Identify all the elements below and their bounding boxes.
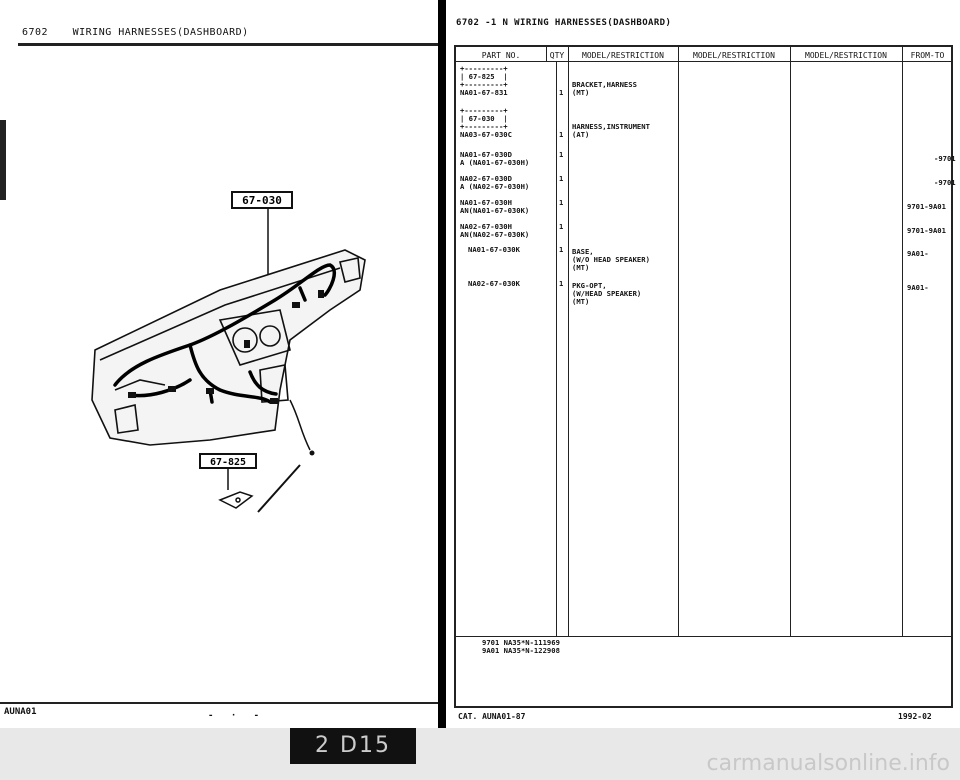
header-part-no: PART NO.	[481, 51, 521, 60]
row6-part: NA02-67-030H AN(NA02-67-030K)	[460, 222, 530, 239]
row7-part: NA01-67-030K	[468, 245, 520, 254]
row1-qty: 1	[559, 88, 564, 97]
section-code: 6702	[22, 27, 49, 38]
row1-desc: BRACKET,HARNESS (MT)	[572, 80, 637, 97]
row2-desc: HARNESS,INSTRUMENT (AT)	[572, 122, 650, 139]
site-watermark: carmanualsonline.info	[706, 751, 950, 776]
row4-from-to: -9701	[934, 178, 956, 187]
footnote-2: 9A01 NA35*N-122908	[482, 646, 560, 655]
row6-qty: 1	[559, 222, 564, 231]
col-divider	[790, 47, 791, 636]
callout-harness: 67-030	[231, 191, 293, 320]
row5-part: NA01-67-030H AN(NA01-67-030K)	[460, 198, 530, 215]
row4-qty: 1	[559, 174, 564, 183]
col-divider	[556, 61, 557, 636]
row2-part: +---------+ | 67-030 | +---------+ NA03-…	[460, 106, 512, 139]
right-header: 6702 -1 N WIRING HARNESSES(DASHBOARD)	[456, 18, 672, 28]
row3-part: NA01-67-030D A (NA01-67-030H)	[460, 150, 530, 167]
bracket-part	[218, 491, 254, 509]
book-spine	[438, 0, 446, 780]
row8-qty: 1	[559, 279, 564, 288]
parts-table: PART NO. QTY MODEL/RESTRICTION MODEL/RES…	[454, 45, 956, 708]
header-rule	[18, 43, 442, 46]
bracket-point	[309, 450, 315, 456]
row3-qty: 1	[559, 150, 564, 159]
row3-from-to: -9701	[934, 154, 956, 163]
scan-bottom-strip	[0, 728, 960, 780]
section-title: WIRING HARNESSES(DASHBOARD)	[72, 27, 249, 38]
row7-desc: BASE, (W/O HEAD SPEAKER) (MT)	[572, 247, 650, 272]
col-divider	[902, 47, 903, 636]
header-model-2: MODEL/RESTRICTION	[693, 51, 775, 60]
footnote-1: 9701 NA35*N-111969	[482, 638, 560, 647]
left-footer-code: AUNA01	[4, 707, 37, 717]
header-model-3: MODEL/RESTRICTION	[805, 51, 887, 60]
page-badge: 2 D15	[290, 728, 416, 764]
header-divider	[456, 61, 953, 62]
row5-from-to: 9701-9A01	[907, 202, 946, 211]
row1-part: +---------+ | 67-825 | +---------+ NA01-…	[460, 64, 508, 97]
col-divider	[678, 47, 679, 636]
row6-from-to: 9701-9A01	[907, 226, 946, 235]
callout-bracket-label: 67-825	[210, 457, 246, 468]
dashboard-outline	[91, 249, 366, 446]
page-edge-shadow	[0, 120, 6, 200]
header-model-1: MODEL/RESTRICTION	[582, 51, 664, 60]
col-divider	[568, 47, 569, 636]
dashboard-harness-diagram: 67-030	[91, 191, 366, 513]
callout-harness-label: 67-030	[242, 194, 282, 207]
left-footer-dashes: - · -	[208, 711, 266, 721]
left-page: 6702 WIRING HARNESSES(DASHBOARD) 67-030	[0, 0, 445, 780]
catalog-date: 1992-02	[898, 712, 932, 721]
body-footer-divider	[456, 636, 953, 637]
left-header: 6702 WIRING HARNESSES(DASHBOARD)	[22, 27, 249, 38]
header-from-to: FROM-TO	[910, 51, 945, 60]
row5-qty: 1	[559, 198, 564, 207]
bracket-leader	[289, 399, 311, 451]
row4-part: NA02-67-030D A (NA02-67-030H)	[460, 174, 530, 191]
col-divider	[546, 47, 547, 61]
footer-rule	[0, 702, 445, 704]
catalog-number: CAT. AUNA01-87	[458, 712, 526, 721]
row7-from-to: 9A01-	[907, 249, 929, 258]
header-qty: QTY	[549, 51, 565, 60]
row8-part: NA02-67-030K	[468, 279, 520, 288]
row2-qty: 1	[559, 130, 564, 139]
row8-desc: PKG-OPT, (W/HEAD SPEAKER) (MT)	[572, 281, 642, 306]
connector-blocks	[128, 290, 324, 404]
harness-wire	[113, 263, 336, 404]
callout-bracket: 67-825	[199, 453, 301, 513]
row7-qty: 1	[559, 245, 564, 254]
row8-from-to: 9A01-	[907, 283, 929, 292]
right-page: 6702 -1 N WIRING HARNESSES(DASHBOARD) PA…	[446, 0, 960, 780]
